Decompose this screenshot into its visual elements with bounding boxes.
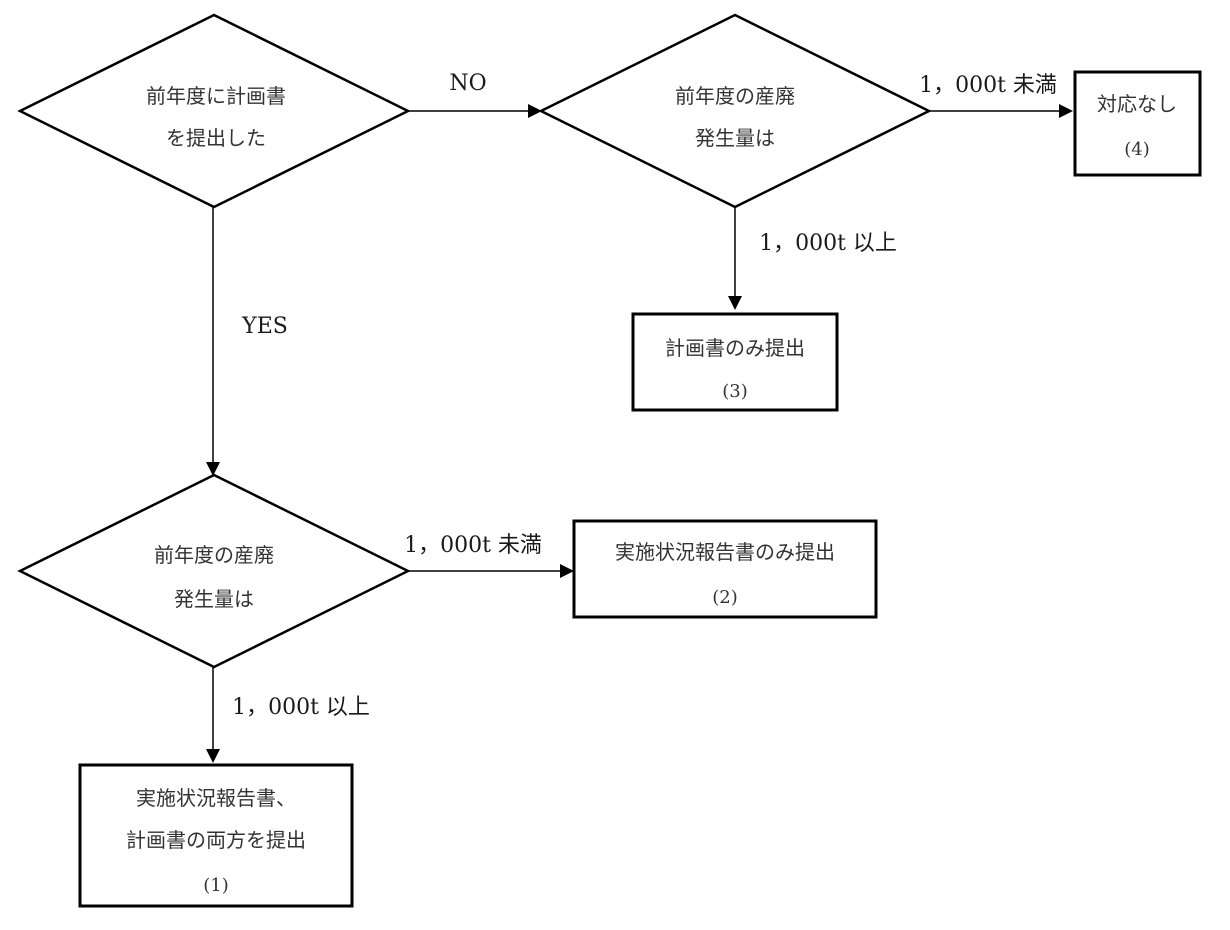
edge-label-top-over: 1，000t 以上 <box>759 231 897 256</box>
outcome-box <box>572 519 878 619</box>
arrowhead-bottom-under <box>560 564 574 578</box>
arrowhead-yes <box>206 462 220 476</box>
decision-diamond <box>17 13 411 209</box>
decision-waste-top: 前年度の産廃 発生量は <box>538 13 932 209</box>
edge-label-no: NO <box>449 71 486 96</box>
outcome-number: (4) <box>1124 139 1150 160</box>
decision-waste-bottom: 前年度の産廃 発生量は <box>17 473 411 669</box>
decision-label-line1: 前年度の産廃 <box>154 543 274 567</box>
outcome-report-only: 実施状況報告書のみ提出 (2) <box>572 519 878 619</box>
outcome-label-line2: 計画書の両方を提出 <box>126 828 306 852</box>
outcome-box <box>1073 70 1202 177</box>
outcome-label: 計画書のみ提出 <box>665 336 805 360</box>
arrowhead-no <box>528 104 542 118</box>
outcome-label: 実施状況報告書のみ提出 <box>615 540 835 564</box>
decision-label-line1: 前年度の産廃 <box>675 84 795 108</box>
edge-label-bottom-under: 1，000t 未満 <box>404 533 542 558</box>
edge-label-top-under: 1，000t 未満 <box>919 73 1057 98</box>
decision-diamond <box>17 473 411 669</box>
edge-labels: NO 1，000t 未満 1，000t 以上 YES 1，000t 未満 1，0… <box>232 71 1057 720</box>
outcome-number: (3) <box>722 381 748 402</box>
decision-label-line2: 発生量は <box>695 126 775 150</box>
outcome-label: 対応なし <box>1097 92 1177 116</box>
outcome-both: 実施状況報告書、 計画書の両方を提出 (1) <box>78 763 354 908</box>
arrowhead-top-under <box>1059 104 1073 118</box>
outcome-box <box>631 312 839 412</box>
edge-label-yes: YES <box>241 314 288 339</box>
decision-diamond <box>538 13 932 209</box>
decision-label-line2: 発生量は <box>174 587 254 611</box>
outcome-label-line1: 実施状況報告書、 <box>136 786 296 810</box>
arrowhead-top-over <box>728 296 742 310</box>
outcome-no-action: 対応なし (4) <box>1073 70 1202 177</box>
outcome-number: (1) <box>203 875 229 896</box>
decision-submitted-plan: 前年度に計画書 を提出した <box>17 13 411 209</box>
arrowhead-bottom-over <box>206 749 220 763</box>
edge-label-bottom-over: 1，000t 以上 <box>232 695 370 720</box>
outcome-plan-only: 計画書のみ提出 (3) <box>631 312 839 412</box>
outcome-number: (2) <box>712 587 738 608</box>
connectors <box>206 104 1073 763</box>
decision-label-line1: 前年度に計画書 <box>146 84 286 108</box>
decision-label-line2: を提出した <box>166 126 266 150</box>
outcome-box <box>78 763 354 908</box>
